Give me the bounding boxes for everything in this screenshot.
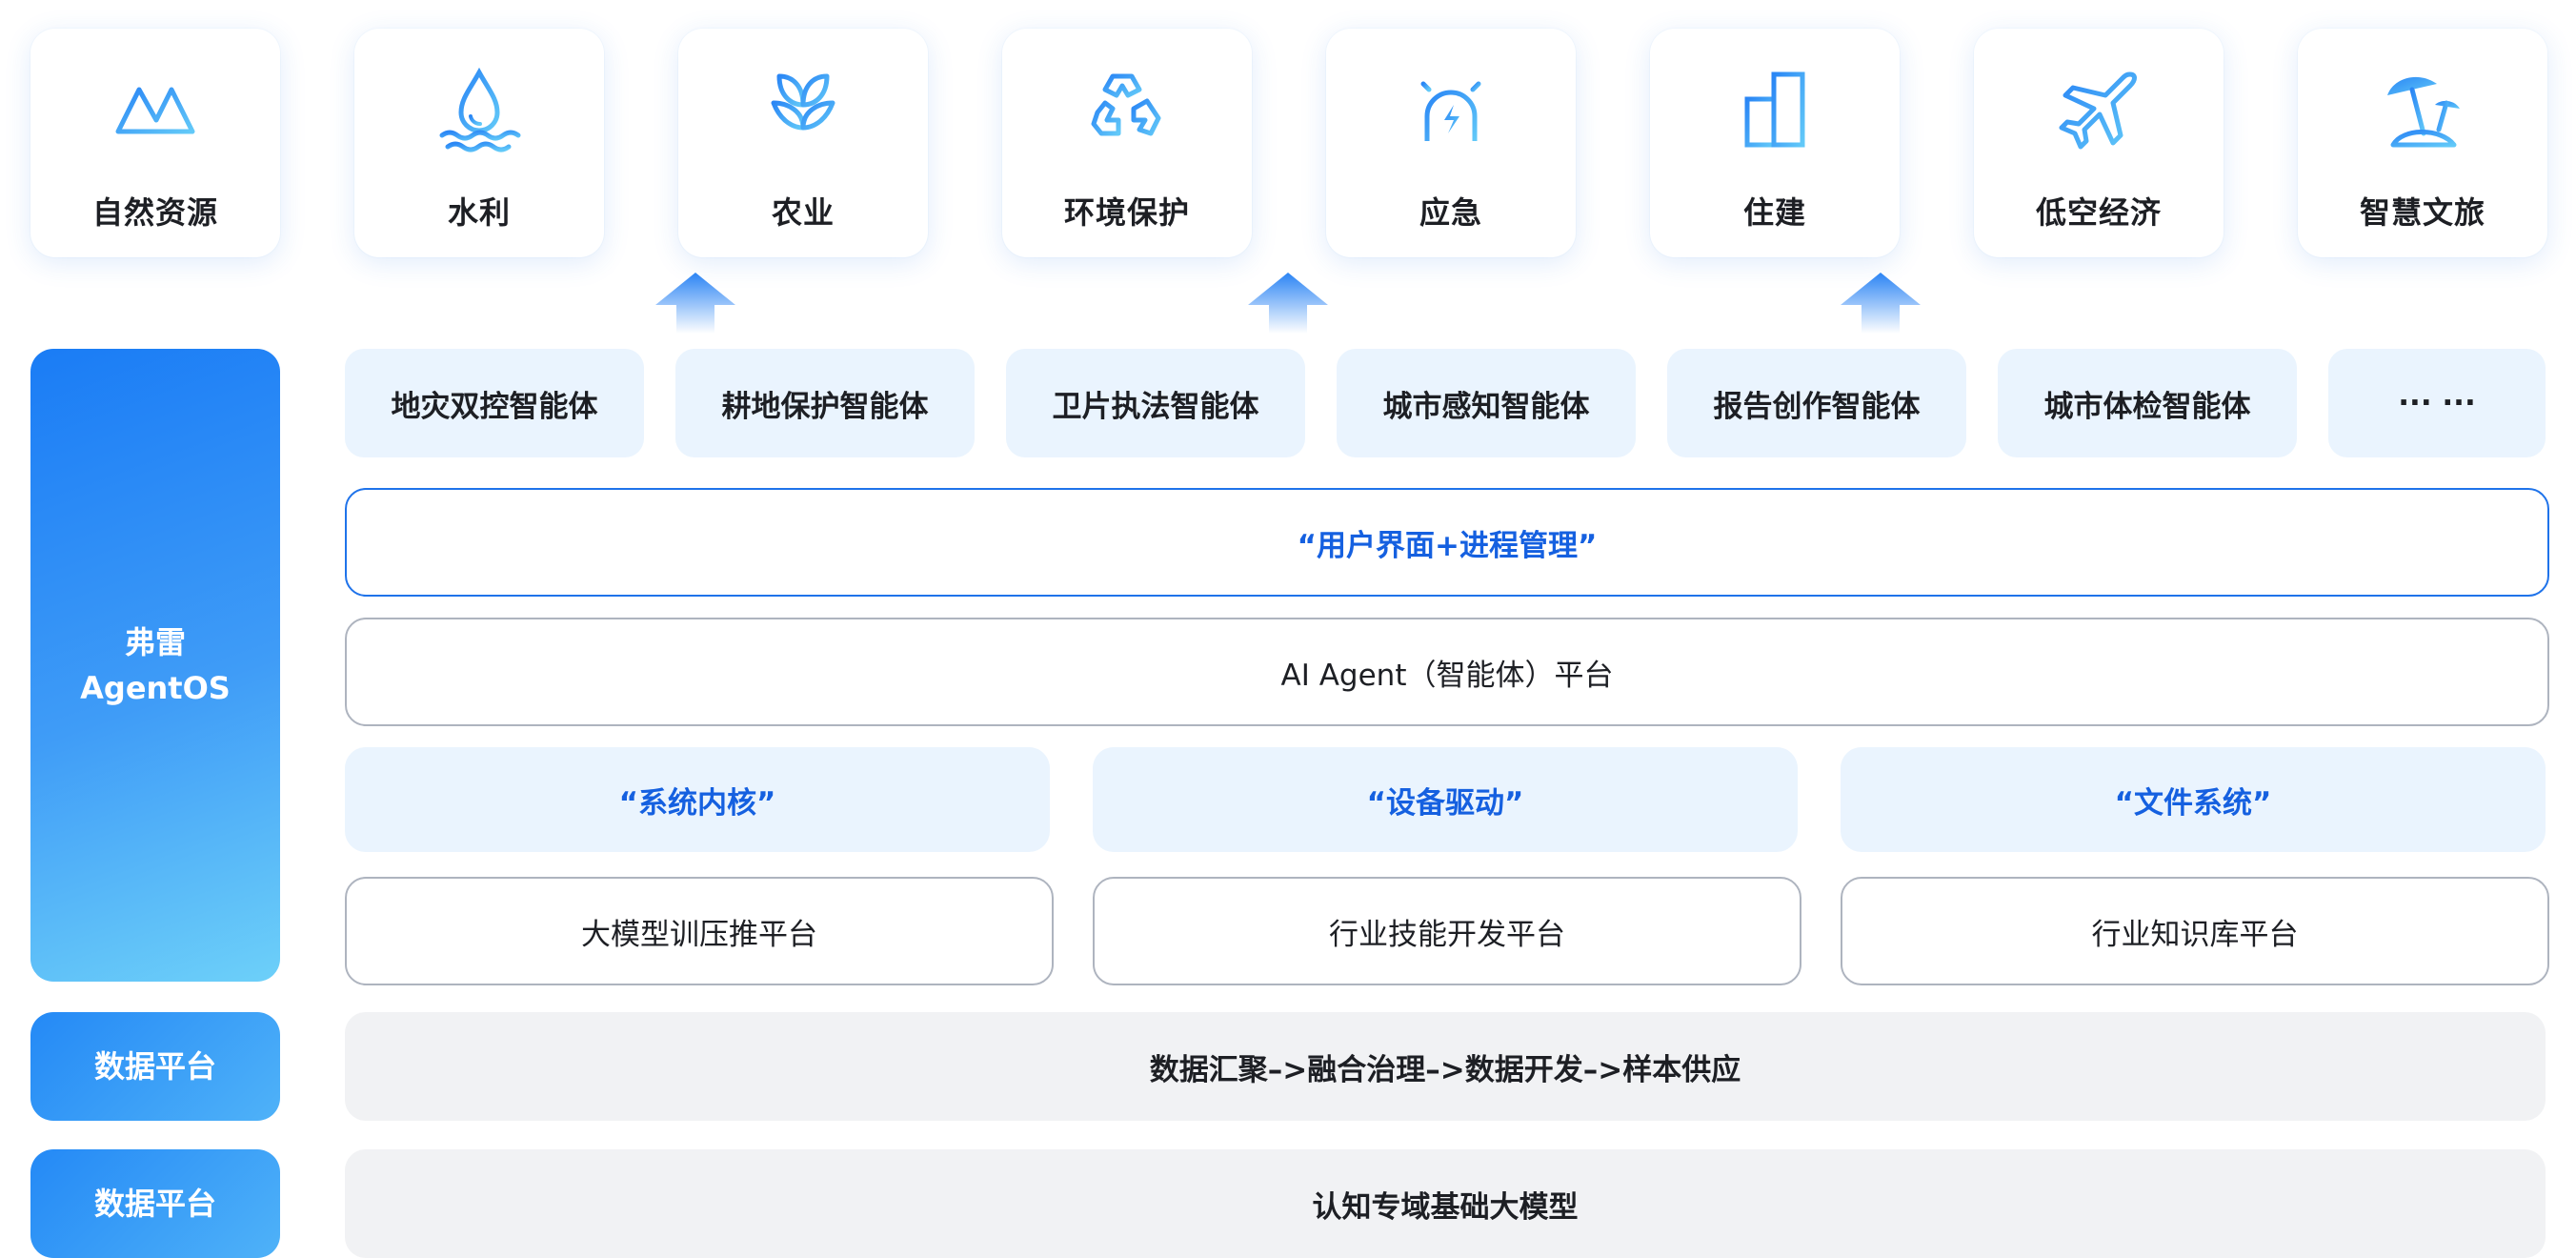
- agent-chip[interactable]: 城市体检智能体: [1998, 349, 2297, 457]
- model-side-block: 数据平台: [30, 1149, 280, 1258]
- industry-card-natural-resources[interactable]: 自然资源: [30, 29, 280, 257]
- agent-chip[interactable]: 城市感知智能体: [1337, 349, 1636, 457]
- skill-dev-platform: 行业技能开发平台: [1093, 877, 1801, 985]
- industry-label: 低空经济: [2035, 194, 2162, 231]
- industry-card-emergency[interactable]: 应急: [1326, 29, 1576, 257]
- agent-chip[interactable]: 卫片执法智能体: [1006, 349, 1305, 457]
- up-arrow-icon: [1841, 273, 1921, 334]
- model-side-label: 数据平台: [93, 1186, 216, 1222]
- data-platform-side-block: 数据平台: [30, 1012, 280, 1121]
- foundation-model-layer: 认知专域基础大模型: [345, 1149, 2546, 1258]
- ui-process-layer: “用户界面+进程管理”: [345, 488, 2549, 597]
- airplane-icon: [2056, 67, 2142, 152]
- agent-chip[interactable]: 报告创作智能体: [1667, 349, 1966, 457]
- industry-card-water[interactable]: 水利: [354, 29, 604, 257]
- industry-card-housing[interactable]: 住建: [1650, 29, 1900, 257]
- recycle-icon: [1084, 67, 1170, 152]
- agentos-name: AgentOS: [80, 670, 231, 706]
- filesystem-layer: “文件系统”: [1841, 747, 2546, 852]
- mountains-icon: [112, 67, 198, 152]
- industry-label: 水利: [447, 194, 511, 231]
- data-platform-label: 数据平台: [93, 1048, 216, 1085]
- beach-umbrella-icon: [2380, 67, 2465, 152]
- industry-card-culture-tourism[interactable]: 智慧文旅: [2298, 29, 2547, 257]
- industry-card-agriculture[interactable]: 农业: [678, 29, 928, 257]
- driver-layer: “设备驱动”: [1093, 747, 1798, 852]
- building-icon: [1732, 67, 1818, 152]
- industry-label: 应急: [1419, 194, 1482, 231]
- knowledge-base-platform: 行业知识库平台: [1841, 877, 2549, 985]
- industry-label: 农业: [771, 194, 835, 231]
- industry-label: 住建: [1742, 194, 1806, 231]
- agent-chip[interactable]: 地灾双控智能体: [345, 349, 644, 457]
- water-drop-icon: [436, 67, 522, 152]
- model-training-platform: 大模型训压推平台: [345, 877, 1054, 985]
- industry-label: 环境保护: [1063, 194, 1190, 231]
- agent-chip-more[interactable]: ··· ···: [2328, 349, 2546, 457]
- sprout-icon: [760, 67, 846, 152]
- industry-card-environment[interactable]: 环境保护: [1002, 29, 1252, 257]
- up-arrow-icon: [655, 273, 735, 334]
- industry-label: 智慧文旅: [2359, 194, 2485, 231]
- industry-card-low-altitude[interactable]: 低空经济: [1974, 29, 2224, 257]
- industry-label: 自然资源: [91, 194, 218, 231]
- data-pipeline-layer: 数据汇聚–>融合治理–>数据开发–>样本供应: [345, 1012, 2546, 1121]
- kernel-layer: “系统内核”: [345, 747, 1050, 852]
- agent-chip[interactable]: 耕地保护智能体: [675, 349, 975, 457]
- agent-platform-layer: AI Agent（智能体）平台: [345, 618, 2549, 726]
- up-arrow-icon: [1248, 273, 1328, 334]
- agentos-side-block: 弗雷 AgentOS: [30, 349, 280, 982]
- alarm-icon: [1408, 67, 1494, 152]
- agentos-brand: 弗雷: [124, 624, 186, 660]
